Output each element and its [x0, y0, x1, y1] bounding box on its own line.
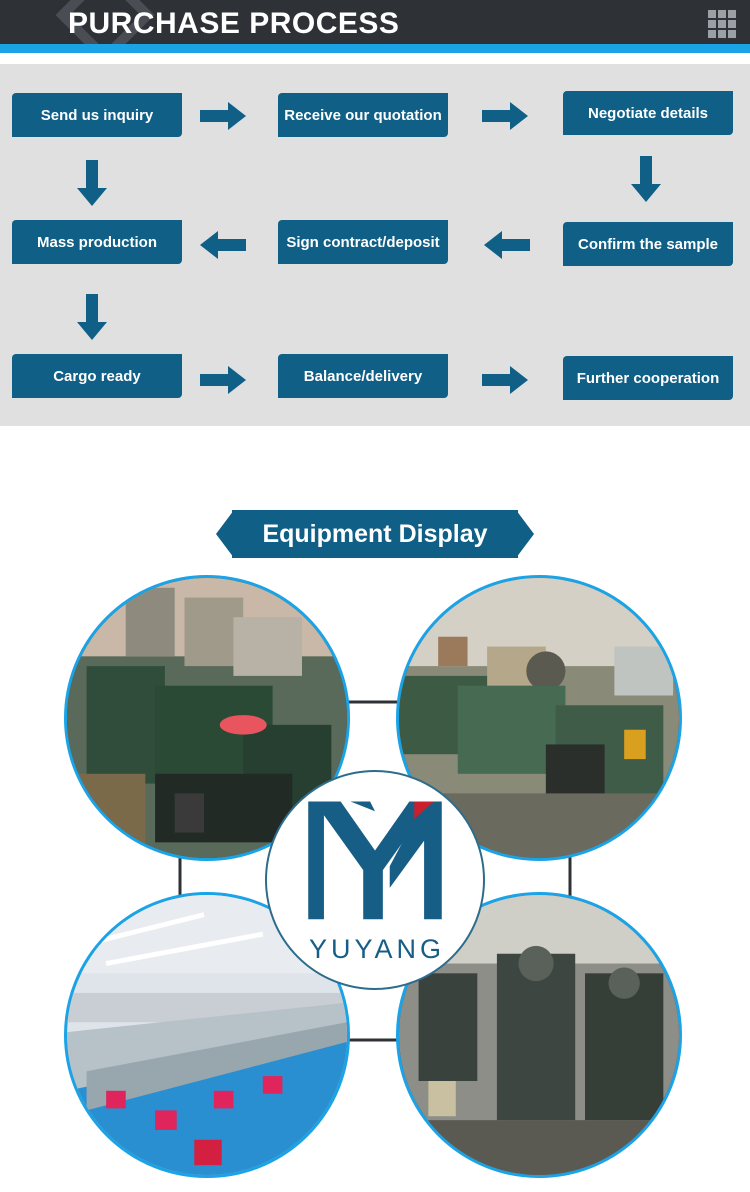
arrow-left-icon — [200, 231, 246, 259]
arrow-left-icon — [484, 231, 530, 259]
step-confirm-sample: Confirm the sample — [563, 222, 733, 266]
step-cargo-ready: Cargo ready — [12, 354, 182, 398]
step-sign-contract: Sign contract/deposit — [278, 220, 448, 264]
equipment-display-title: Equipment Display — [262, 519, 488, 548]
header-stripe — [0, 44, 750, 53]
section-header: PURCHASE PROCESS — [0, 0, 750, 60]
arrow-down-icon — [631, 156, 661, 202]
brand-logo: YUYANG — [265, 770, 485, 990]
factory-photo-machines — [396, 575, 682, 861]
step-balance-delivery: Balance/delivery — [278, 354, 448, 398]
section-title: PURCHASE PROCESS — [68, 7, 400, 40]
arrow-right-icon — [200, 102, 246, 130]
arrow-down-icon — [77, 294, 107, 340]
process-panel: Send us inquiry Receive our quotation Ne… — [0, 64, 750, 426]
step-further-cooperation: Further cooperation — [563, 356, 733, 400]
banner-tip-left — [216, 510, 234, 558]
banner-tip-right — [516, 510, 534, 558]
step-send-inquiry: Send us inquiry — [12, 93, 182, 137]
arrow-right-icon — [200, 366, 246, 394]
arrow-down-icon — [77, 160, 107, 206]
grid-menu-icon[interactable] — [708, 10, 736, 38]
yuyang-logo-icon — [308, 801, 442, 920]
step-negotiate-details: Negotiate details — [563, 91, 733, 135]
banner-body — [232, 510, 518, 558]
equipment-display-banner: Equipment Display — [216, 510, 534, 558]
brand-name: YUYANG — [308, 934, 446, 964]
arrow-right-icon — [482, 366, 528, 394]
step-mass-production: Mass production — [12, 220, 182, 264]
arrow-right-icon — [482, 102, 528, 130]
header-stripe-white — [0, 53, 750, 60]
step-receive-quotation: Receive our quotation — [278, 93, 448, 137]
